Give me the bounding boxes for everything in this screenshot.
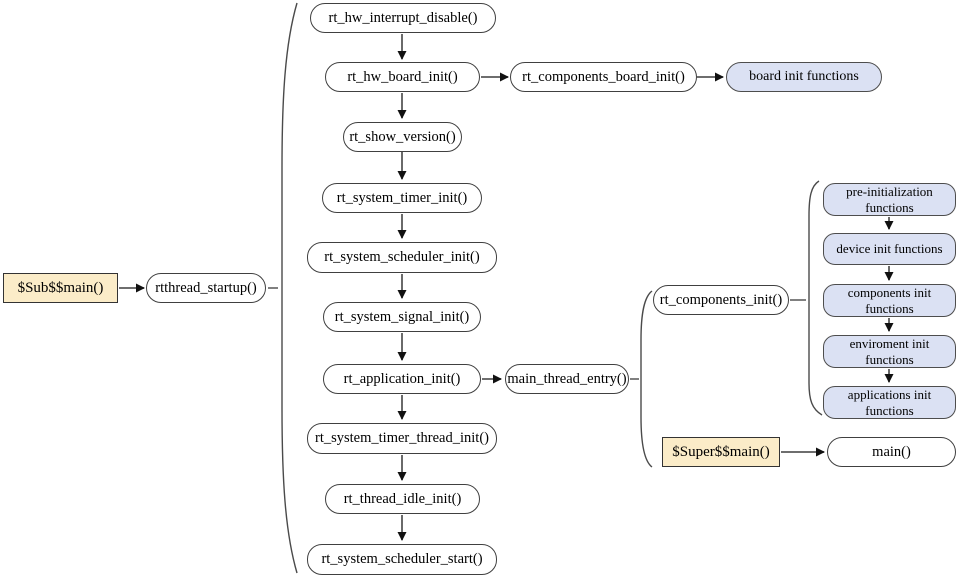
node-applications-init-functions: applications init functions: [823, 386, 956, 419]
node-rt-show-version: rt_show_version(): [343, 122, 462, 152]
node-rt-hw-board-init: rt_hw_board_init(): [325, 62, 480, 92]
node-rt-hw-interrupt-disable: rt_hw_interrupt_disable(): [310, 3, 496, 33]
node-rt-system-timer-init: rt_system_timer_init(): [322, 183, 482, 213]
node-device-init-functions: device init functions: [823, 233, 956, 265]
node-rtthread-startup: rtthread_startup(): [146, 273, 266, 303]
init-groups-brace: [808, 180, 823, 416]
node-rt-system-scheduler-init: rt_system_scheduler_init(): [307, 242, 497, 273]
startup-sequence-brace: [281, 2, 298, 574]
main-thread-brace: [640, 290, 653, 468]
node-sub-main: $Sub$$main(): [3, 273, 118, 303]
node-rt-system-signal-init: rt_system_signal_init(): [323, 302, 481, 332]
node-rt-components-init: rt_components_init(): [653, 285, 789, 315]
node-main: main(): [827, 437, 956, 467]
node-main-thread-entry: main_thread_entry(): [505, 364, 629, 394]
node-rt-thread-idle-init: rt_thread_idle_init(): [325, 484, 480, 514]
node-enviroment-init-functions: enviroment init functions: [823, 335, 956, 368]
node-rt-system-scheduler-start: rt_system_scheduler_start(): [307, 544, 497, 575]
node-rt-system-timer-thread-init: rt_system_timer_thread_init(): [307, 423, 497, 454]
node-super-main: $Super$$main(): [662, 437, 780, 467]
node-pre-initialization-functions: pre-initialization functions: [823, 183, 956, 216]
node-components-init-functions: components init functions: [823, 284, 956, 317]
node-board-init-functions: board init functions: [726, 62, 882, 92]
node-rt-components-board-init: rt_components_board_init(): [510, 62, 697, 92]
node-rt-application-init: rt_application_init(): [323, 364, 481, 394]
